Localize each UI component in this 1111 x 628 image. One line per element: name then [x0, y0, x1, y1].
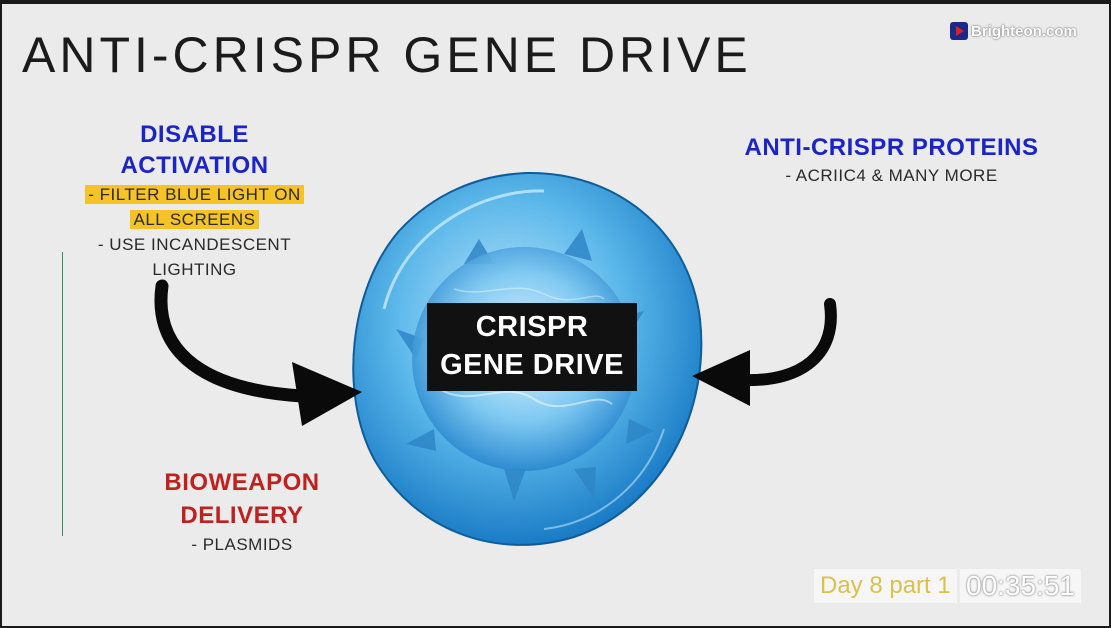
anti-crispr-proteins-block: ANTI-CRISPR PROTEINS - ACRIIC4 & MANY MO…: [714, 132, 1069, 188]
brighteon-play-icon: [950, 22, 968, 40]
curved-arrow-left-icon: [692, 298, 837, 406]
slide: ANTI-CRISPR GENE DRIVE Brighteon.com DIS…: [2, 4, 1109, 626]
brand-logo[interactable]: Brighteon.com: [950, 22, 1077, 40]
center-line2: GENE DRIVE: [440, 349, 624, 381]
disable-heading-line2: ACTIVATION: [120, 152, 269, 179]
plasmids-line: - PLASMIDS: [191, 535, 293, 554]
anti-crispr-heading: ANTI-CRISPR PROTEINS: [744, 134, 1039, 161]
highlight-line2: ALL SCREENS: [130, 210, 259, 229]
disable-heading-line1: DISABLE: [140, 121, 249, 148]
episode-label: Day 8 part 1: [814, 569, 957, 603]
bioweapon-delivery-block: BIOWEAPON DELIVERY - PLASMIDS: [142, 466, 342, 557]
disable-activation-block: DISABLE ACTIVATION - FILTER BLUE LIGHT O…: [72, 119, 317, 282]
incandescent-line: - USE INCANDESCENT: [97, 235, 292, 254]
acriic4-line: - ACRIIC4 & MANY MORE: [785, 166, 998, 185]
center-line1: CRISPR: [475, 311, 589, 343]
arrows-layer: [154, 279, 837, 426]
highlight-line1: - FILTER BLUE LIGHT ON: [85, 185, 304, 204]
lighting-line: LIGHTING: [152, 260, 237, 279]
bioweapon-heading-line2: DELIVERY: [180, 502, 304, 529]
slide-title: ANTI-CRISPR GENE DRIVE: [22, 27, 752, 83]
brand-name: Brighteon.com: [971, 22, 1077, 40]
bioweapon-heading-line1: BIOWEAPON: [164, 469, 320, 496]
crispr-gene-drive-label: CRISPR GENE DRIVE: [427, 303, 637, 391]
divider-line: [62, 252, 63, 536]
video-timecode: 00:35:51: [960, 569, 1081, 603]
curved-arrow-right-icon: [154, 279, 362, 426]
